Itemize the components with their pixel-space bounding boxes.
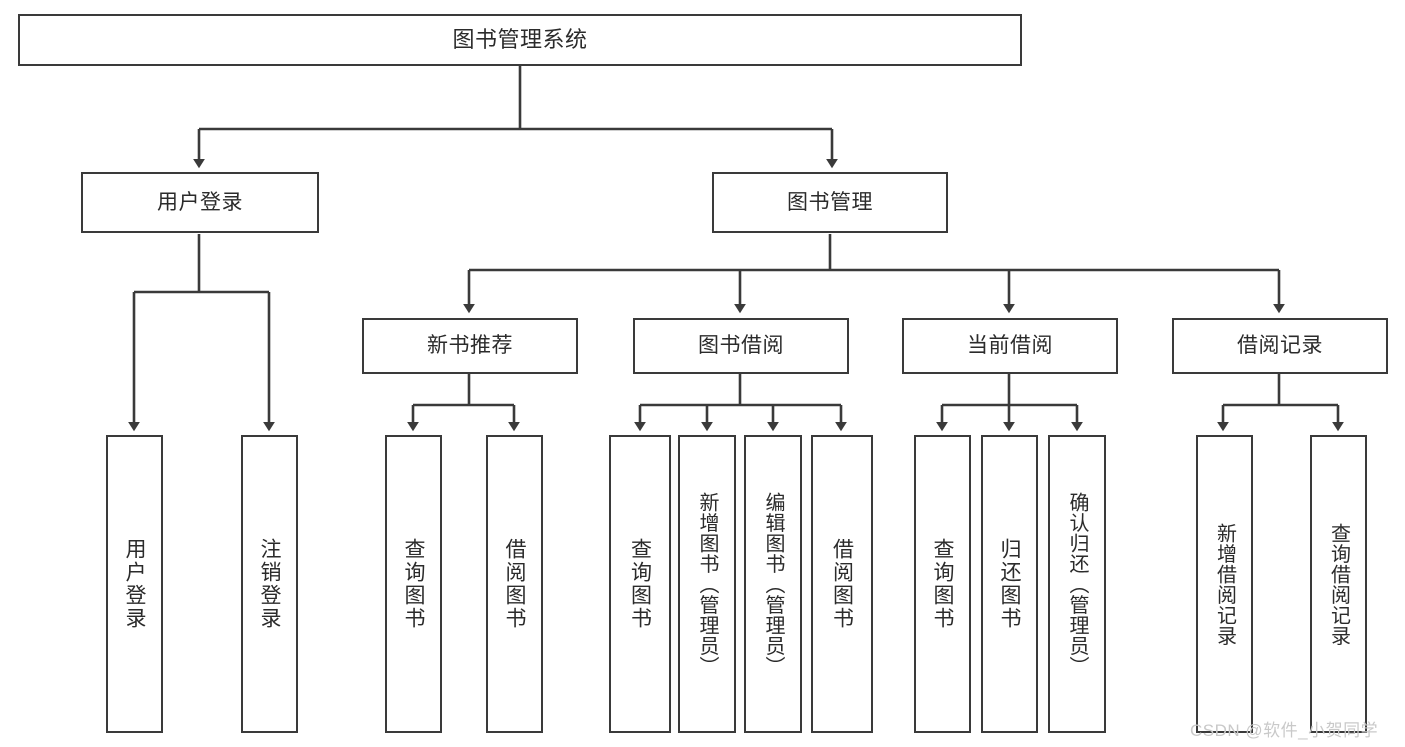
node-label: 归还图书 [998,538,1021,630]
node-label: 查询图书 [402,538,425,630]
node-label: 新书推荐 [427,334,513,358]
leaf-edit-book-admin[interactable]: 编辑图书（管理员） [744,435,802,733]
watermark: CSDN @软件_小贺同学 [1190,721,1379,740]
leaf-query-borrow-record[interactable]: 查询借阅记录 [1310,435,1367,733]
node-label: 确认归还（管理员） [1066,491,1088,677]
leaf-query-book-borrow[interactable]: 查询图书 [609,435,671,733]
leaf-add-book-admin[interactable]: 新增图书（管理员） [678,435,736,733]
node-label: 图书管理系统 [452,26,588,52]
node-label: 查询图书 [628,538,652,630]
leaf-user-login[interactable]: 用户登录 [106,435,163,733]
leaf-confirm-return-admin[interactable]: 确认归还（管理员） [1048,435,1106,733]
node-book-borrow[interactable]: 图书借阅 [633,318,849,374]
leaf-query-book-current[interactable]: 查询图书 [914,435,971,733]
node-label: 查询借阅记录 [1327,522,1350,646]
node-label: 借阅图书 [503,538,526,630]
node-label: 编辑图书（管理员） [762,491,784,677]
node-label: 新增图书（管理员） [696,491,718,677]
node-new-book-recommend[interactable]: 新书推荐 [362,318,578,374]
node-label: 图书借阅 [698,334,784,358]
node-label: 查询图书 [931,538,954,630]
node-label: 当前借阅 [967,334,1053,358]
node-label: 用户登录 [123,538,146,630]
leaf-add-borrow-record[interactable]: 新增借阅记录 [1196,435,1253,733]
node-book-management[interactable]: 图书管理 [712,172,948,233]
node-label: 新增借阅记录 [1213,522,1236,646]
leaf-logout[interactable]: 注销登录 [241,435,298,733]
leaf-return-book[interactable]: 归还图书 [981,435,1038,733]
node-root-system[interactable]: 图书管理系统 [18,14,1022,66]
node-label: 图书管理 [787,190,873,214]
leaf-query-book-recommend[interactable]: 查询图书 [385,435,442,733]
node-label: 用户登录 [157,190,243,214]
node-current-borrow[interactable]: 当前借阅 [902,318,1118,374]
node-label: 注销登录 [258,538,281,630]
leaf-borrow-book-recommend[interactable]: 借阅图书 [486,435,543,733]
node-label: 借阅图书 [830,538,854,630]
node-label: 借阅记录 [1237,334,1323,358]
node-borrow-record[interactable]: 借阅记录 [1172,318,1388,374]
leaf-borrow-book[interactable]: 借阅图书 [811,435,873,733]
node-user-login[interactable]: 用户登录 [81,172,319,233]
